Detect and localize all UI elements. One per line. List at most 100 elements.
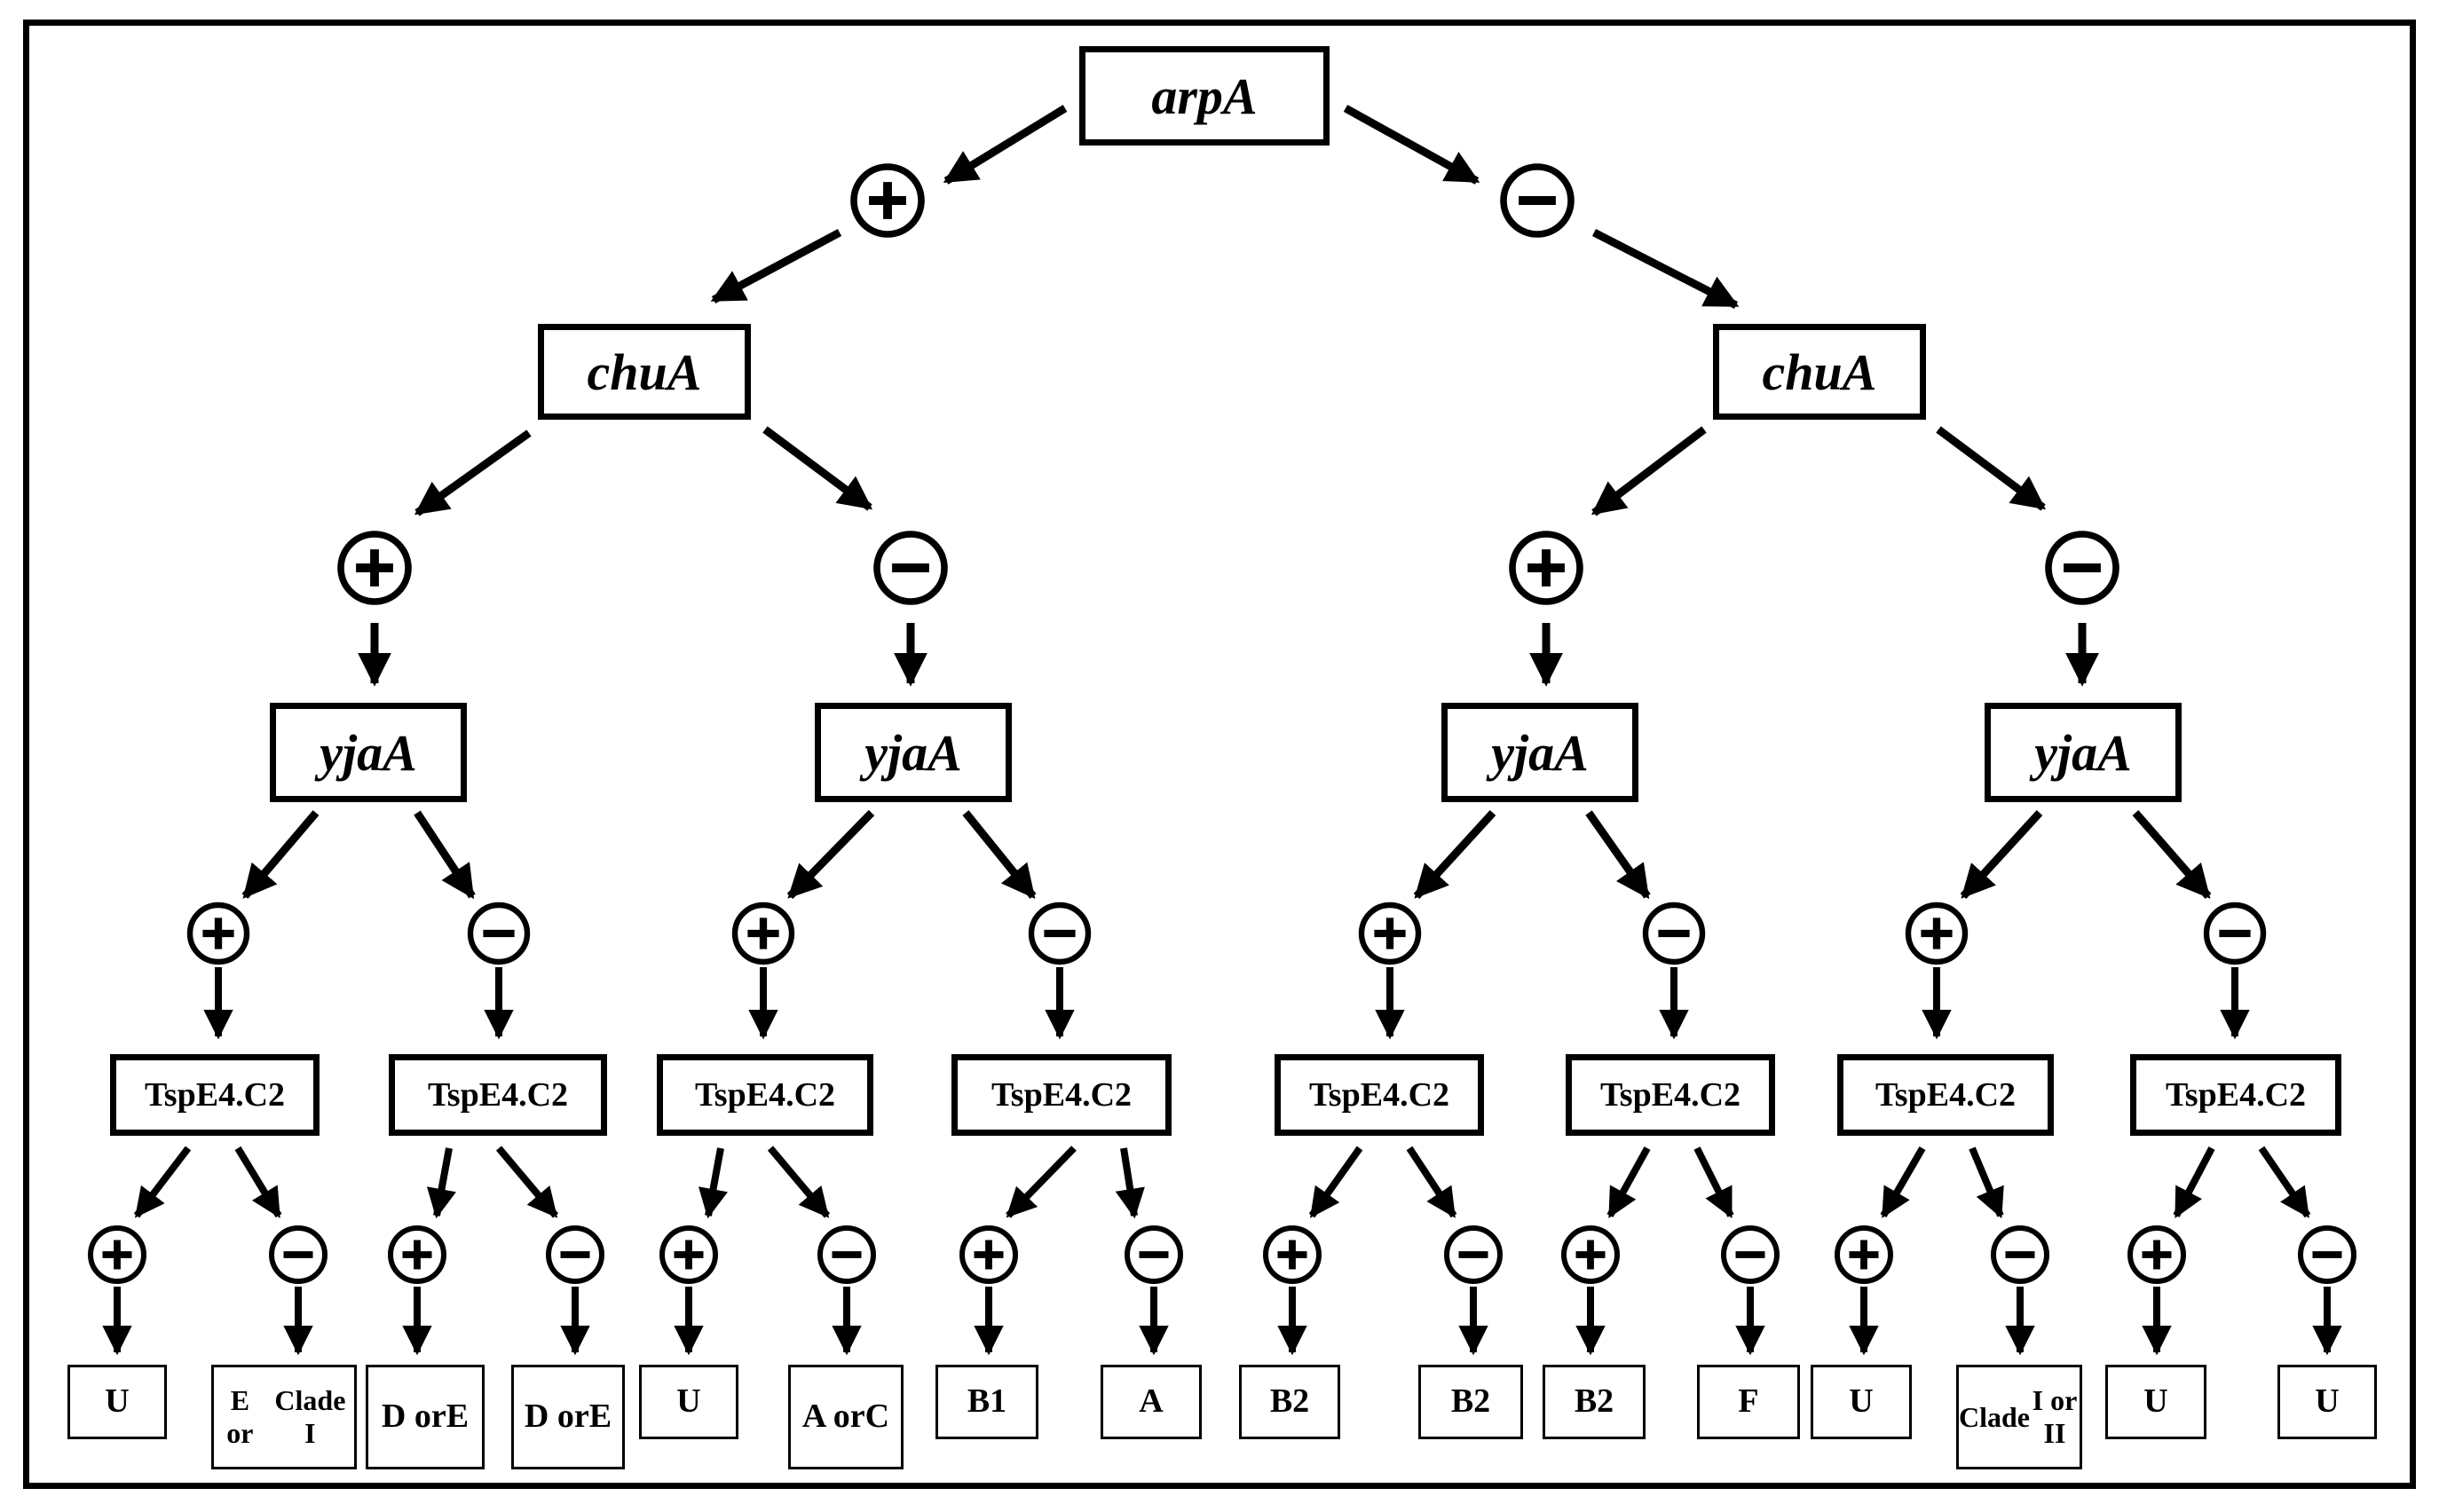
result-box-1: U [67,1365,167,1439]
plus-icon [1358,902,1422,965]
arrow [241,810,320,899]
minus-icon [1028,902,1092,965]
gene-box-yjaA-2: yjaA [815,703,1012,802]
result-line: D or [381,1398,446,1436]
gene-box-arpA: arpA [1079,46,1330,146]
arrow [1413,809,1496,900]
result-line: B2 [1269,1382,1310,1421]
arrow [943,105,1068,185]
result-line: U [676,1382,701,1421]
arrow [1308,1146,1363,1218]
arrow [234,1146,282,1218]
plus-icon [88,1225,146,1284]
minus-icon [2045,531,2119,605]
arrow [1880,1146,1926,1218]
arrow [1590,426,1707,516]
result-line: B2 [1450,1382,1491,1421]
arrow [762,426,873,511]
arrow [1606,1146,1651,1218]
plus-icon [1263,1225,1322,1284]
result-line: C [864,1398,890,1436]
arrow [1585,810,1651,900]
plus-icon [337,531,412,605]
result-line: U [105,1382,130,1421]
plus-icon [659,1225,718,1284]
gene-box-chuA-right: chuA [1713,324,1926,420]
minus-icon [546,1225,604,1284]
minus-icon [873,531,948,605]
arrow [698,1147,729,1219]
result-line: U [1849,1382,1874,1421]
arrow [1969,1146,2004,1219]
gene-box-TspE4C2-2: TspE4.C2 [389,1054,607,1136]
plus-icon [186,902,250,965]
result-box-11: B2 [1543,1365,1646,1439]
result-line: Clade I [274,1384,346,1449]
minus-icon [1721,1225,1780,1284]
minus-icon [1125,1225,1183,1284]
plus-icon [731,902,795,965]
arrow [1006,1146,1077,1218]
arrow [1115,1147,1145,1219]
plus-icon [850,163,925,238]
minus-icon [1500,163,1575,238]
arrow [1960,809,2043,900]
plus-icon [388,1225,446,1284]
arrow [1343,105,1480,185]
arrow [1693,1146,1734,1219]
gene-box-chuA-left: chuA [538,324,751,420]
gene-box-yjaA-4: yjaA [1985,703,2182,802]
result-line: Clade [1959,1400,2030,1433]
result-line: U [2315,1382,2340,1421]
minus-icon [817,1225,876,1284]
gene-box-TspE4C2-7: TspE4.C2 [1837,1054,2054,1136]
result-box-13: U [1811,1365,1912,1439]
plus-icon [1509,531,1583,605]
plus-icon [959,1225,1018,1284]
arrow [1936,426,2047,511]
result-line: A or [801,1398,865,1436]
result-line: B1 [967,1382,1007,1421]
result-line: E or [226,1384,254,1449]
arrow [133,1146,192,1218]
minus-icon [1642,902,1706,965]
arrow [767,1146,831,1218]
plus-icon [1905,902,1969,965]
result-line: U [2143,1382,2168,1421]
gene-box-TspE4C2-4: TspE4.C2 [951,1054,1172,1136]
plus-icon [1835,1225,1893,1284]
result-box-15: U [2105,1365,2206,1439]
gene-box-TspE4C2-5: TspE4.C2 [1275,1054,1484,1136]
gene-box-TspE4C2-1: TspE4.C2 [110,1054,320,1136]
gene-box-TspE4C2-8: TspE4.C2 [2130,1054,2341,1136]
gene-box-yjaA-3: yjaA [1441,703,1638,802]
gene-box-TspE4C2-3: TspE4.C2 [657,1054,873,1136]
gene-box-TspE4C2-6: TspE4.C2 [1566,1054,1775,1136]
minus-icon [1444,1225,1503,1284]
arrow [2258,1146,2311,1218]
result-line: F [1738,1382,1759,1421]
minus-icon [2298,1225,2356,1284]
arrow [414,429,532,516]
arrow [2132,810,2212,899]
arrow [2173,1146,2215,1218]
diagram-frame [23,20,2416,1489]
arrow [962,810,1037,899]
result-box-9: B2 [1239,1365,1340,1439]
arrow [710,229,842,303]
arrow [786,809,875,900]
gene-box-yjaA-1: yjaA [270,703,467,802]
result-box-10: B2 [1418,1365,1523,1439]
plus-icon [1561,1225,1620,1284]
arrow [426,1147,457,1219]
minus-icon [467,902,531,965]
plus-icon [2127,1225,2186,1284]
result-box-7: B1 [935,1365,1038,1439]
result-line: A [1139,1382,1164,1421]
result-line: E [588,1398,612,1436]
